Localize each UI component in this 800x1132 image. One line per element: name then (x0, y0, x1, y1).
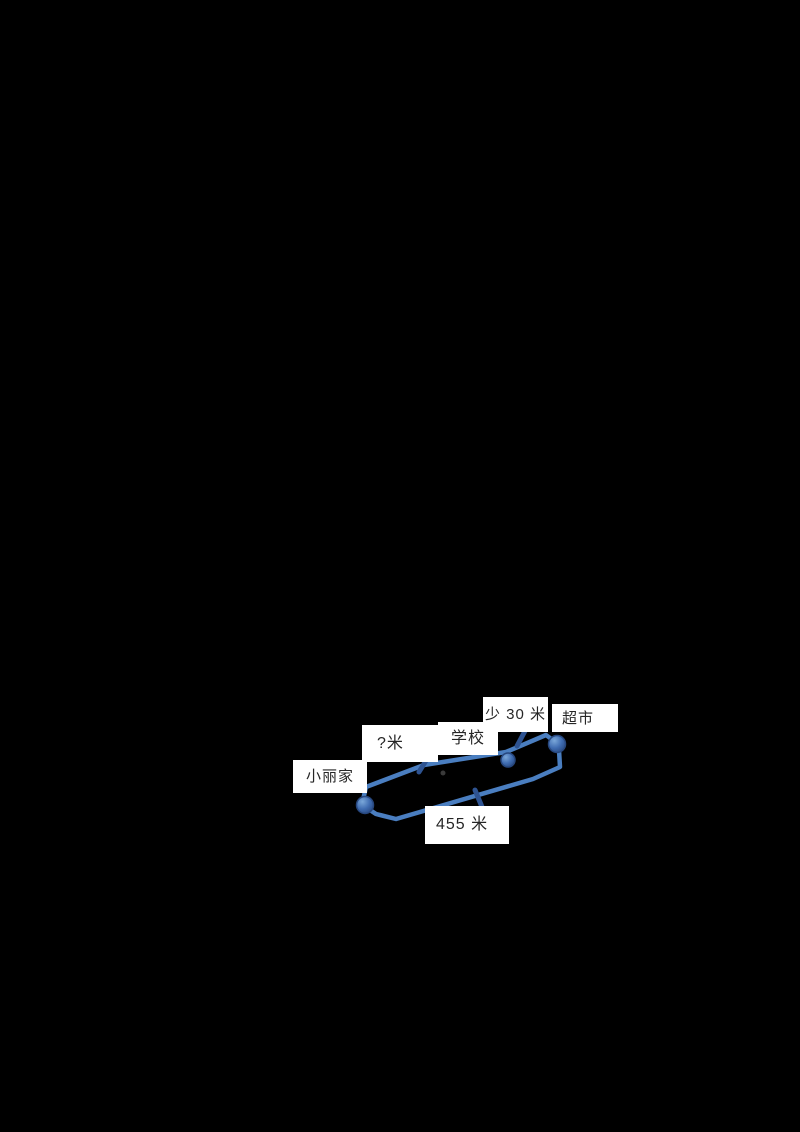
artifact-speck (440, 770, 446, 776)
tick-mark-less30-segment (514, 728, 528, 749)
home-dot (355, 795, 375, 815)
top-route-line (363, 732, 557, 790)
label-school: 学校 (438, 722, 498, 755)
label-unknown-distance: ?米 (362, 725, 438, 762)
label-supermarket: 超市 (552, 704, 618, 732)
bottom-route-line (361, 747, 563, 822)
label-total-455m: 455 米 (425, 806, 509, 844)
school-dot (500, 752, 516, 768)
tick-mark-total-segment (472, 787, 485, 810)
label-xiaoli-home: 小丽家 (293, 760, 367, 793)
label-less-30m: 少 30 米 (483, 697, 548, 732)
market-dot (547, 734, 567, 754)
